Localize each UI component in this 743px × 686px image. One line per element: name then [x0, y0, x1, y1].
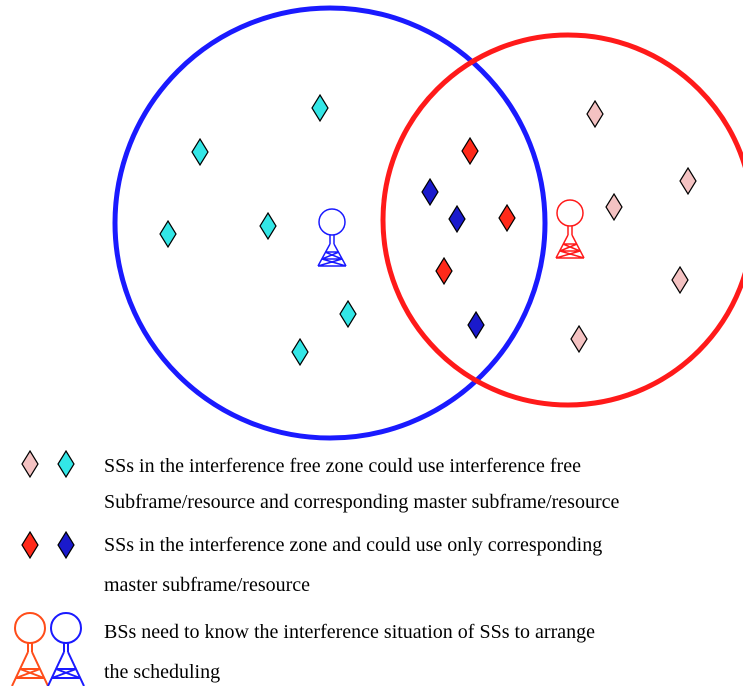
legend-free-zone-line2: Subframe/resource and corresponding mast…: [104, 491, 620, 513]
blue-ss-icon: [467, 310, 485, 340]
legend-blue-ss-icon: [57, 530, 75, 560]
pink-ss-icon: [671, 265, 689, 295]
cyan-ss-icon: [291, 337, 309, 367]
pink-ss-icon: [605, 192, 623, 222]
pink-ss-icon: [570, 324, 588, 354]
red-ss-icon: [498, 203, 516, 233]
legend-free-zone-line1: SSs in the interference free zone could …: [104, 455, 581, 477]
blue-cell-boundary: [112, 5, 548, 441]
red-base-station-icon: [555, 199, 585, 259]
cyan-ss-icon: [191, 137, 209, 167]
cyan-ss-icon: [311, 93, 329, 123]
legend-pink-ss-icon: [21, 449, 39, 479]
red-cell-boundary: [380, 32, 743, 408]
legend-base-stations-line1: BSs need to know the interference situat…: [104, 621, 595, 643]
pink-ss-icon: [586, 99, 604, 129]
cyan-ss-icon: [159, 219, 177, 249]
blue-ss-icon: [448, 204, 466, 234]
cyan-ss-icon: [339, 299, 357, 329]
legend-interference-zone-line1: SSs in the interference zone and could u…: [104, 534, 603, 556]
legend-icons: [21, 449, 75, 560]
cyan-ss-icon: [259, 211, 277, 241]
legend-interference-zone-line2: master subframe/resource: [104, 574, 311, 596]
legend-bs-blue-icon: [47, 612, 85, 686]
legend-red-ss-icon: [21, 530, 39, 560]
legend-bs-orange-icon: [11, 612, 49, 686]
blue-base-station-icon: [317, 208, 347, 267]
legend-base-stations-line2: the scheduling: [104, 661, 221, 683]
red-ss-icon: [435, 256, 453, 286]
pink-ss-icon: [679, 166, 697, 196]
blue-ss-icon: [421, 177, 439, 207]
red-ss-icon: [461, 136, 479, 166]
legend-cyan-ss-icon: [57, 449, 75, 479]
subscriber-stations: [159, 93, 697, 367]
